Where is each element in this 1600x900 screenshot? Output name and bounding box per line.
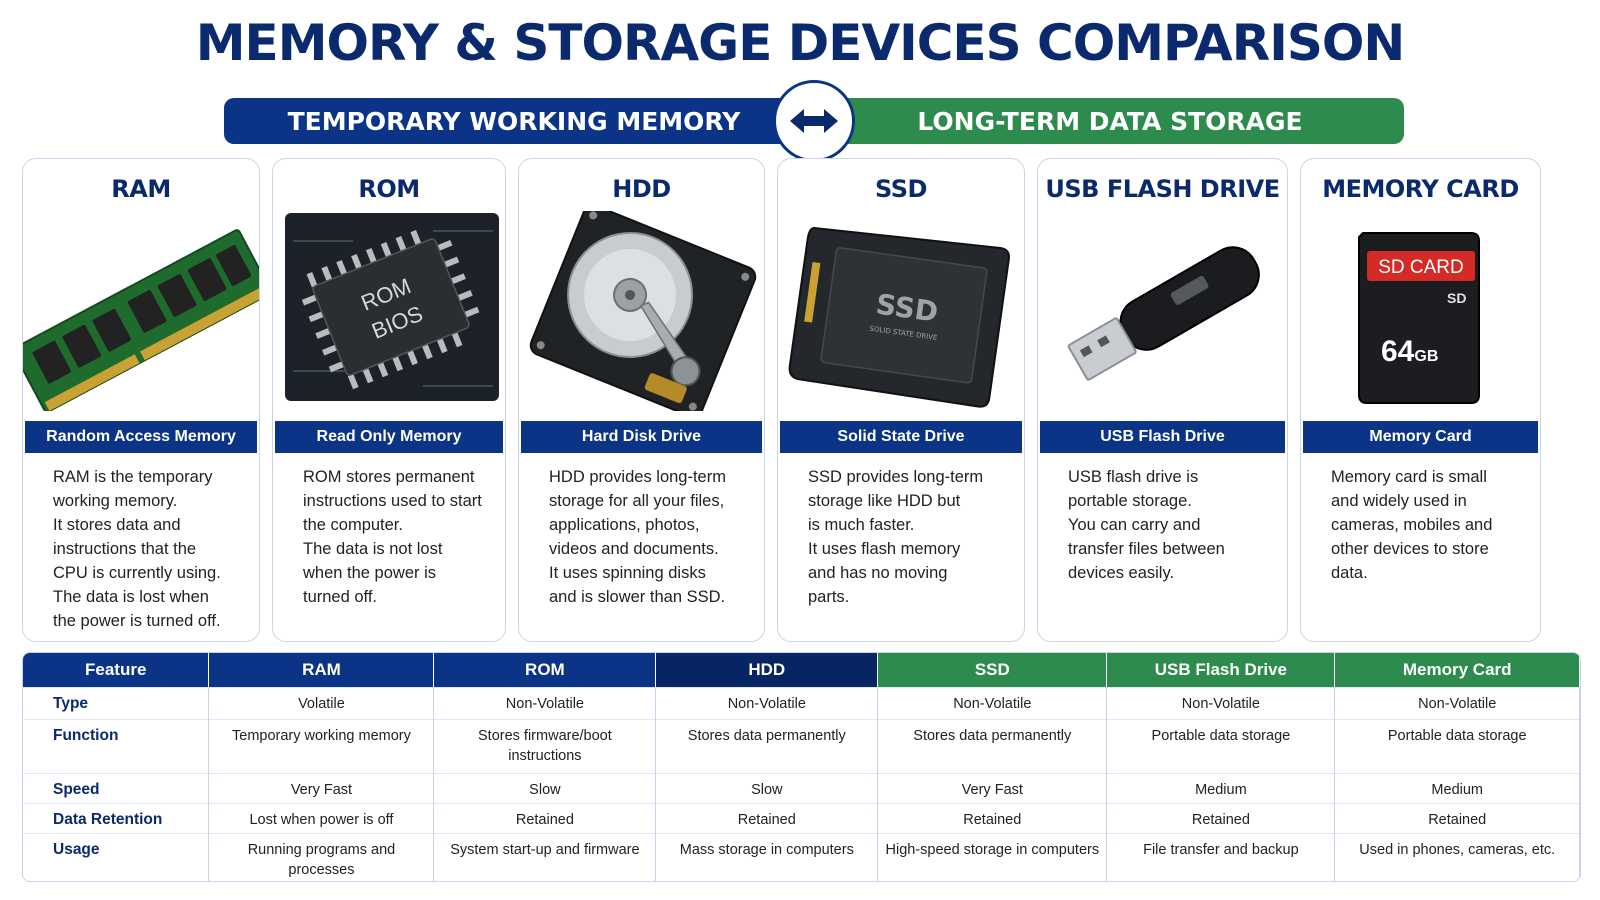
- card-subtitle: Hard Disk Drive: [521, 421, 762, 453]
- table-cell: Non-Volatile: [1334, 686, 1580, 719]
- card-ssd: SSD SSD SOLID STATE DRIVE Solid State Dr…: [777, 158, 1025, 642]
- page-title: MEMORY & STORAGE DEVICES COMPARISON: [195, 14, 1405, 72]
- header-memory-card: Memory Card: [1334, 653, 1580, 687]
- table-row: Data Retention Lost when power is off Re…: [23, 802, 1580, 833]
- card-subtitle: Random Access Memory: [25, 421, 257, 453]
- card-unit: GB: [1414, 348, 1438, 365]
- card-title: SSD: [875, 175, 927, 203]
- card-title: USB FLASH DRIVE: [1045, 175, 1280, 203]
- table-cell: Non-Volatile: [1106, 686, 1336, 719]
- table-cell: Running programs and processes: [208, 832, 435, 881]
- solid-state-drive-icon: SSD SOLID STATE DRIVE: [778, 211, 1024, 411]
- sd-logo-icon: SD: [1447, 290, 1466, 306]
- table-cell: Volatile: [208, 686, 435, 719]
- rom-chip-icon: ROM BIOS: [273, 211, 505, 411]
- header-rom: ROM: [433, 653, 657, 687]
- row-label: Function: [23, 718, 210, 773]
- card-subtitle: Read Only Memory: [275, 421, 503, 453]
- table-cell: Stores firmware/boot instructions: [433, 718, 657, 773]
- header-ram: RAM: [208, 653, 435, 687]
- banner-long-term-storage: LONG-TERM DATA STORAGE: [816, 98, 1404, 144]
- card-label: SD CARD: [1378, 257, 1464, 278]
- card-memory-card: MEMORY CARD SD CARD SD 64GB Memory Card …: [1300, 158, 1541, 642]
- usb-flash-drive-icon: [1038, 211, 1287, 411]
- table-cell: Retained: [433, 802, 657, 833]
- card-subtitle: USB Flash Drive: [1040, 421, 1285, 453]
- card-title: RAM: [111, 175, 171, 203]
- table-cell: Slow: [655, 772, 879, 803]
- table-cell: System start-up and firmware: [433, 832, 657, 881]
- card-subtitle: Memory Card: [1303, 421, 1538, 453]
- table-cell: Retained: [655, 802, 879, 833]
- card-title: MEMORY CARD: [1322, 175, 1519, 203]
- header-hdd: HDD: [655, 653, 879, 687]
- table-cell: Stores data permanently: [655, 718, 879, 773]
- table-cell: High-speed storage in computers: [877, 832, 1108, 881]
- table-cell: Slow: [433, 772, 657, 803]
- table-cell: Portable data storage: [1334, 718, 1580, 773]
- row-label: Usage: [23, 832, 210, 881]
- table-cell: Used in phones, cameras, etc.: [1334, 832, 1580, 881]
- table-cell: File transfer and backup: [1106, 832, 1336, 881]
- table-row: Speed Very Fast Slow Slow Very Fast Medi…: [23, 772, 1580, 803]
- card-hdd: HDD Hard Disk Drive HDD provides long-te…: [518, 158, 765, 642]
- table-cell: Medium: [1106, 772, 1336, 803]
- card-subtitle: Solid State Drive: [780, 421, 1022, 453]
- table-cell: Very Fast: [877, 772, 1108, 803]
- row-label: Data Retention: [23, 802, 210, 833]
- card-title: ROM: [358, 175, 420, 203]
- table-cell: Lost when power is off: [208, 802, 435, 833]
- ram-module-icon: [23, 211, 259, 413]
- card-usb-flash-drive: USB FLASH DRIVE USB Flash Drive USB flas…: [1037, 158, 1288, 642]
- table-cell: Non-Volatile: [655, 686, 879, 719]
- table-cell: Retained: [1106, 802, 1336, 833]
- row-label: Speed: [23, 772, 210, 803]
- table-cell: Mass storage in computers: [655, 832, 879, 881]
- svg-text:64GB: 64GB: [1381, 335, 1438, 368]
- banner-temporary-memory: TEMPORARY WORKING MEMORY: [224, 98, 804, 144]
- table-cell: Very Fast: [208, 772, 435, 803]
- header-usb-flash-drive: USB Flash Drive: [1106, 653, 1336, 687]
- header-feature: Feature: [23, 653, 210, 687]
- card-title: HDD: [612, 175, 671, 203]
- hard-disk-icon: [519, 204, 764, 418]
- card-capacity: 64: [1381, 335, 1415, 368]
- comparison-table: Feature RAM ROM HDD SSD USB Flash Drive …: [22, 652, 1581, 882]
- table-cell: Portable data storage: [1106, 718, 1336, 773]
- table-row: Function Temporary working memory Stores…: [23, 718, 1580, 773]
- table-cell: Temporary working memory: [208, 718, 435, 773]
- sd-card-icon: SD CARD SD 64GB: [1301, 211, 1540, 411]
- header-ssd: SSD: [877, 653, 1108, 687]
- table-header-row: Feature RAM ROM HDD SSD USB Flash Drive …: [23, 653, 1580, 687]
- table-cell: Stores data permanently: [877, 718, 1108, 773]
- table-cell: Retained: [1334, 802, 1580, 833]
- table-cell: Non-Volatile: [877, 686, 1108, 719]
- card-ram: RAM Random Access Memory RAM is the tem: [22, 158, 260, 642]
- table-row: Usage Running programs and processes Sys…: [23, 832, 1580, 881]
- swap-arrows-icon: [773, 80, 855, 162]
- table-cell: Non-Volatile: [433, 686, 657, 719]
- table-cell: Retained: [877, 802, 1108, 833]
- row-label: Type: [23, 686, 210, 719]
- table-row: Type Volatile Non-Volatile Non-Volatile …: [23, 686, 1580, 719]
- table-cell: Medium: [1334, 772, 1580, 803]
- card-rom: ROM ROM BIOS Read Only Memory ROM s: [272, 158, 506, 642]
